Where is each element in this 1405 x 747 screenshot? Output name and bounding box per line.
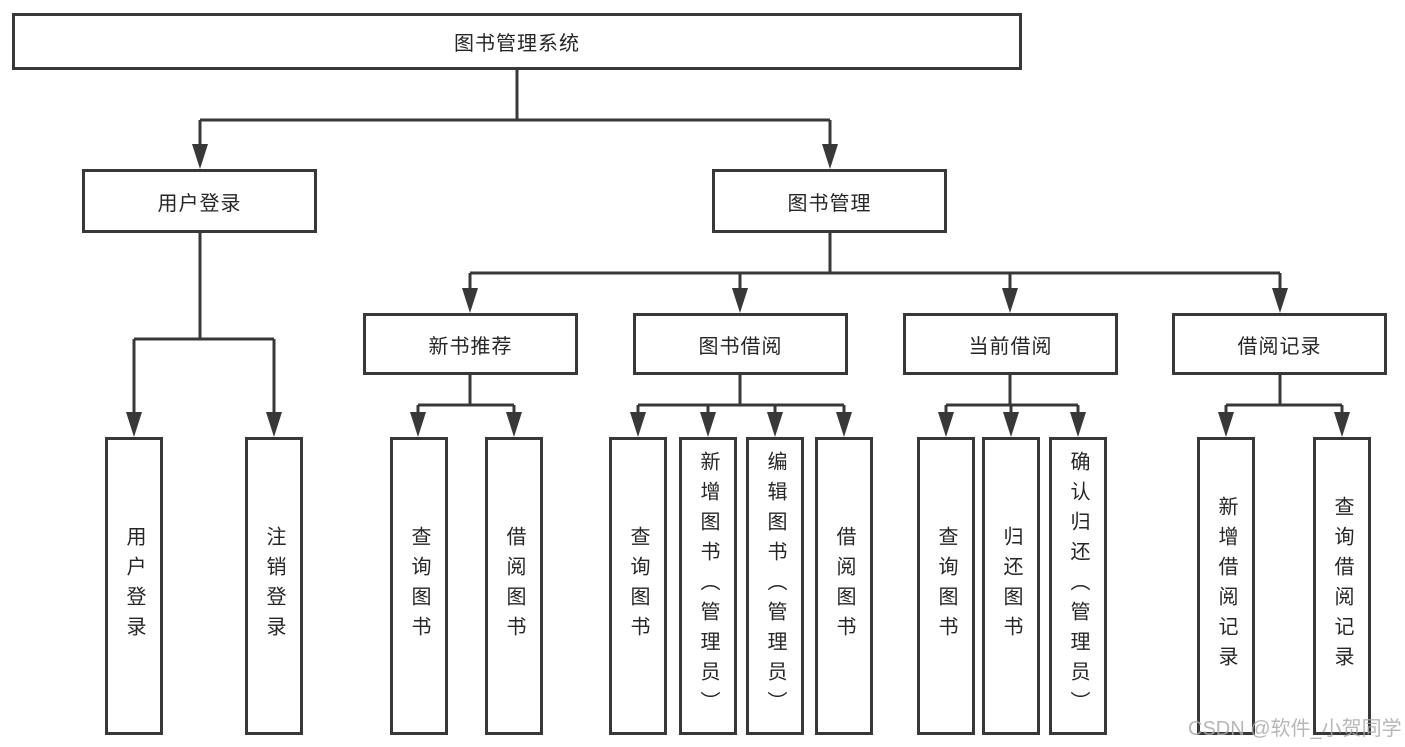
leaf-node-query-borrow-record: 查询借阅记录 [1313, 437, 1371, 735]
node-book-management: 图书管理 [712, 169, 947, 233]
leaf-label: 新增借阅记录 [1215, 496, 1237, 676]
node-user-login-label: 用户登录 [157, 192, 242, 215]
node-root-system: 图书管理系统 [12, 13, 1022, 70]
node-user-login: 用户登录 [82, 169, 317, 233]
leaf-label: 归还图书 [1000, 526, 1022, 646]
leaf-node-add-borrow-record: 新增借阅记录 [1197, 437, 1255, 735]
node-new-book-recommend: 新书推荐 [363, 313, 578, 375]
node-borrow-records-label: 借阅记录 [1237, 335, 1322, 358]
leaf-node-logout: 注销登录 [245, 437, 303, 735]
leaf-label: 新增图书（管理员） [697, 451, 719, 721]
node-borrow-records: 借阅记录 [1172, 313, 1387, 375]
leaf-label: 注销登录 [263, 526, 285, 646]
leaf-label: 确认归还（管理员） [1067, 451, 1089, 721]
leaf-label: 借阅图书 [833, 526, 855, 646]
leaf-label: 查询借阅记录 [1331, 496, 1353, 676]
leaf-node-add-books-admin: 新增图书（管理员） [679, 437, 737, 735]
node-book-borrow-label: 图书借阅 [698, 335, 783, 358]
leaf-label: 查询图书 [408, 526, 430, 646]
leaf-node-return-books: 归还图书 [982, 437, 1040, 735]
leaf-node-user-login: 用户登录 [105, 437, 163, 735]
leaf-label: 借阅图书 [503, 526, 525, 646]
leaf-node-recommend-query-books: 查询图书 [390, 437, 448, 735]
leaf-label: 查询图书 [935, 526, 957, 646]
csdn-watermark: CSDN @软件_小贺同学 [1188, 718, 1402, 740]
leaf-label: 用户登录 [123, 526, 145, 646]
leaf-node-confirm-return-admin: 确认归还（管理员） [1049, 437, 1107, 735]
node-new-book-recommend-label: 新书推荐 [428, 335, 513, 358]
leaf-node-edit-books-admin: 编辑图书（管理员） [746, 437, 804, 735]
leaf-label: 编辑图书（管理员） [764, 451, 786, 721]
leaf-node-borrow-books: 借阅图书 [815, 437, 873, 735]
node-book-management-label: 图书管理 [787, 192, 872, 215]
leaf-node-recommend-borrow-books: 借阅图书 [485, 437, 543, 735]
node-root-label: 图书管理系统 [454, 33, 580, 55]
leaf-node-borrow-query-books: 查询图书 [609, 437, 667, 735]
node-book-borrow: 图书借阅 [633, 313, 848, 375]
node-current-borrow-label: 当前借阅 [968, 335, 1053, 358]
node-current-borrow: 当前借阅 [903, 313, 1118, 375]
leaf-label: 查询图书 [627, 526, 649, 646]
leaf-node-current-query-books: 查询图书 [917, 437, 975, 735]
